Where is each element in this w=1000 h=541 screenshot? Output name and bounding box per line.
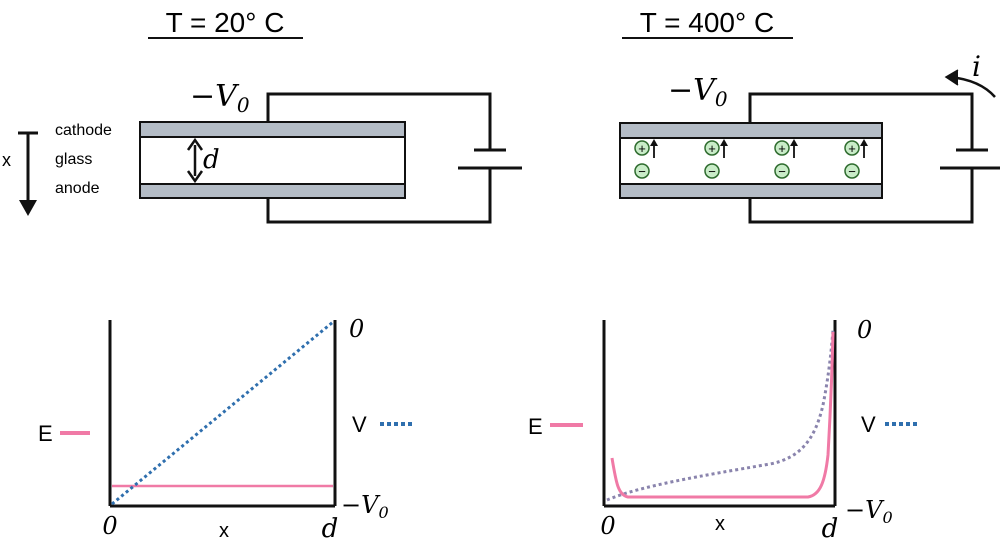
right-potential-curve (606, 329, 835, 502)
left-cathode-plate (139, 121, 406, 138)
negative-ion-symbol: − (778, 164, 786, 179)
positive-ion (844, 140, 860, 156)
x-direction-label: x (2, 150, 11, 170)
left-plot-x-label: x (219, 520, 229, 541)
left-plot-x-end-label: d (322, 514, 339, 541)
ion-columns: + − + − + − + − (634, 139, 868, 179)
left-plot-y-top-label: 0 (349, 315, 364, 343)
right-plot-x-end-label: d (822, 514, 839, 541)
positive-ion (774, 140, 790, 156)
negative-ion-symbol: − (708, 164, 716, 179)
right-anode-plate (619, 183, 883, 199)
left-circuit: T = 20° C −V0 d cathode glass anode x (2, 7, 522, 224)
right-plot: E V 0 −V0 0 x d (528, 316, 920, 541)
negative-ion (634, 163, 650, 179)
positive-ion-symbol: + (848, 141, 856, 156)
right-e-legend-label: E (528, 414, 543, 439)
left-plot-y-bottom-label: −V0 (341, 491, 389, 522)
left-plot-x-origin-label: 0 (102, 512, 117, 540)
left-v-legend-label: V (352, 412, 367, 437)
x-direction-arrowhead (19, 200, 37, 216)
left-voltage-label: −V0 (190, 79, 250, 117)
negative-ion-symbol: − (848, 164, 856, 179)
gap-arrow-up-head (186, 137, 204, 151)
right-plot-y-bottom-label: −V0 (845, 496, 893, 527)
left-title: T = 20° C (166, 7, 285, 38)
left-glass-layer (139, 136, 406, 185)
right-glass-layer (619, 137, 883, 185)
right-title: T = 400° C (640, 7, 774, 38)
cathode-label: cathode (55, 122, 112, 139)
positive-ion-symbol: + (638, 141, 646, 156)
left-anode-plate (139, 183, 406, 199)
ion-drift-arrowhead (860, 139, 868, 146)
gap-label: d (203, 145, 220, 175)
left-potential-line (111, 320, 334, 506)
positive-ion-symbol: + (778, 141, 786, 156)
negative-ion-symbol: − (638, 164, 646, 179)
right-bottom-wire (748, 168, 974, 224)
negative-ion (844, 163, 860, 179)
right-circuit: T = 400° C −V0 i + − + − + − + − (619, 7, 1000, 224)
left-plot: E V 0 −V0 0 x d (38, 315, 412, 541)
ion-drift-arrowhead (720, 139, 728, 146)
right-plot-y-top-label: 0 (857, 316, 872, 344)
ion-drift-arrowhead (790, 139, 798, 146)
positive-ion-symbol: + (708, 141, 716, 156)
left-top-wire (266, 92, 492, 150)
gap-arrow-down-head (186, 170, 204, 184)
right-voltage-label: −V0 (668, 73, 728, 111)
positive-ion (704, 140, 720, 156)
ion-drift-arrowhead (650, 139, 658, 146)
right-top-wire (748, 92, 974, 150)
anode-label: anode (55, 180, 100, 197)
right-v-legend-label: V (861, 412, 876, 437)
left-bottom-wire (266, 168, 492, 224)
negative-ion (774, 163, 790, 179)
positive-ion (634, 140, 650, 156)
current-label: i (972, 50, 981, 83)
current-arrowhead (944, 69, 959, 86)
left-e-legend-label: E (38, 421, 53, 446)
glass-label: glass (55, 151, 92, 168)
right-plot-x-label: x (715, 513, 725, 535)
right-cathode-plate (619, 122, 883, 139)
right-e-field-curve (610, 331, 835, 499)
right-plot-x-origin-label: 0 (600, 512, 615, 540)
negative-ion (704, 163, 720, 179)
